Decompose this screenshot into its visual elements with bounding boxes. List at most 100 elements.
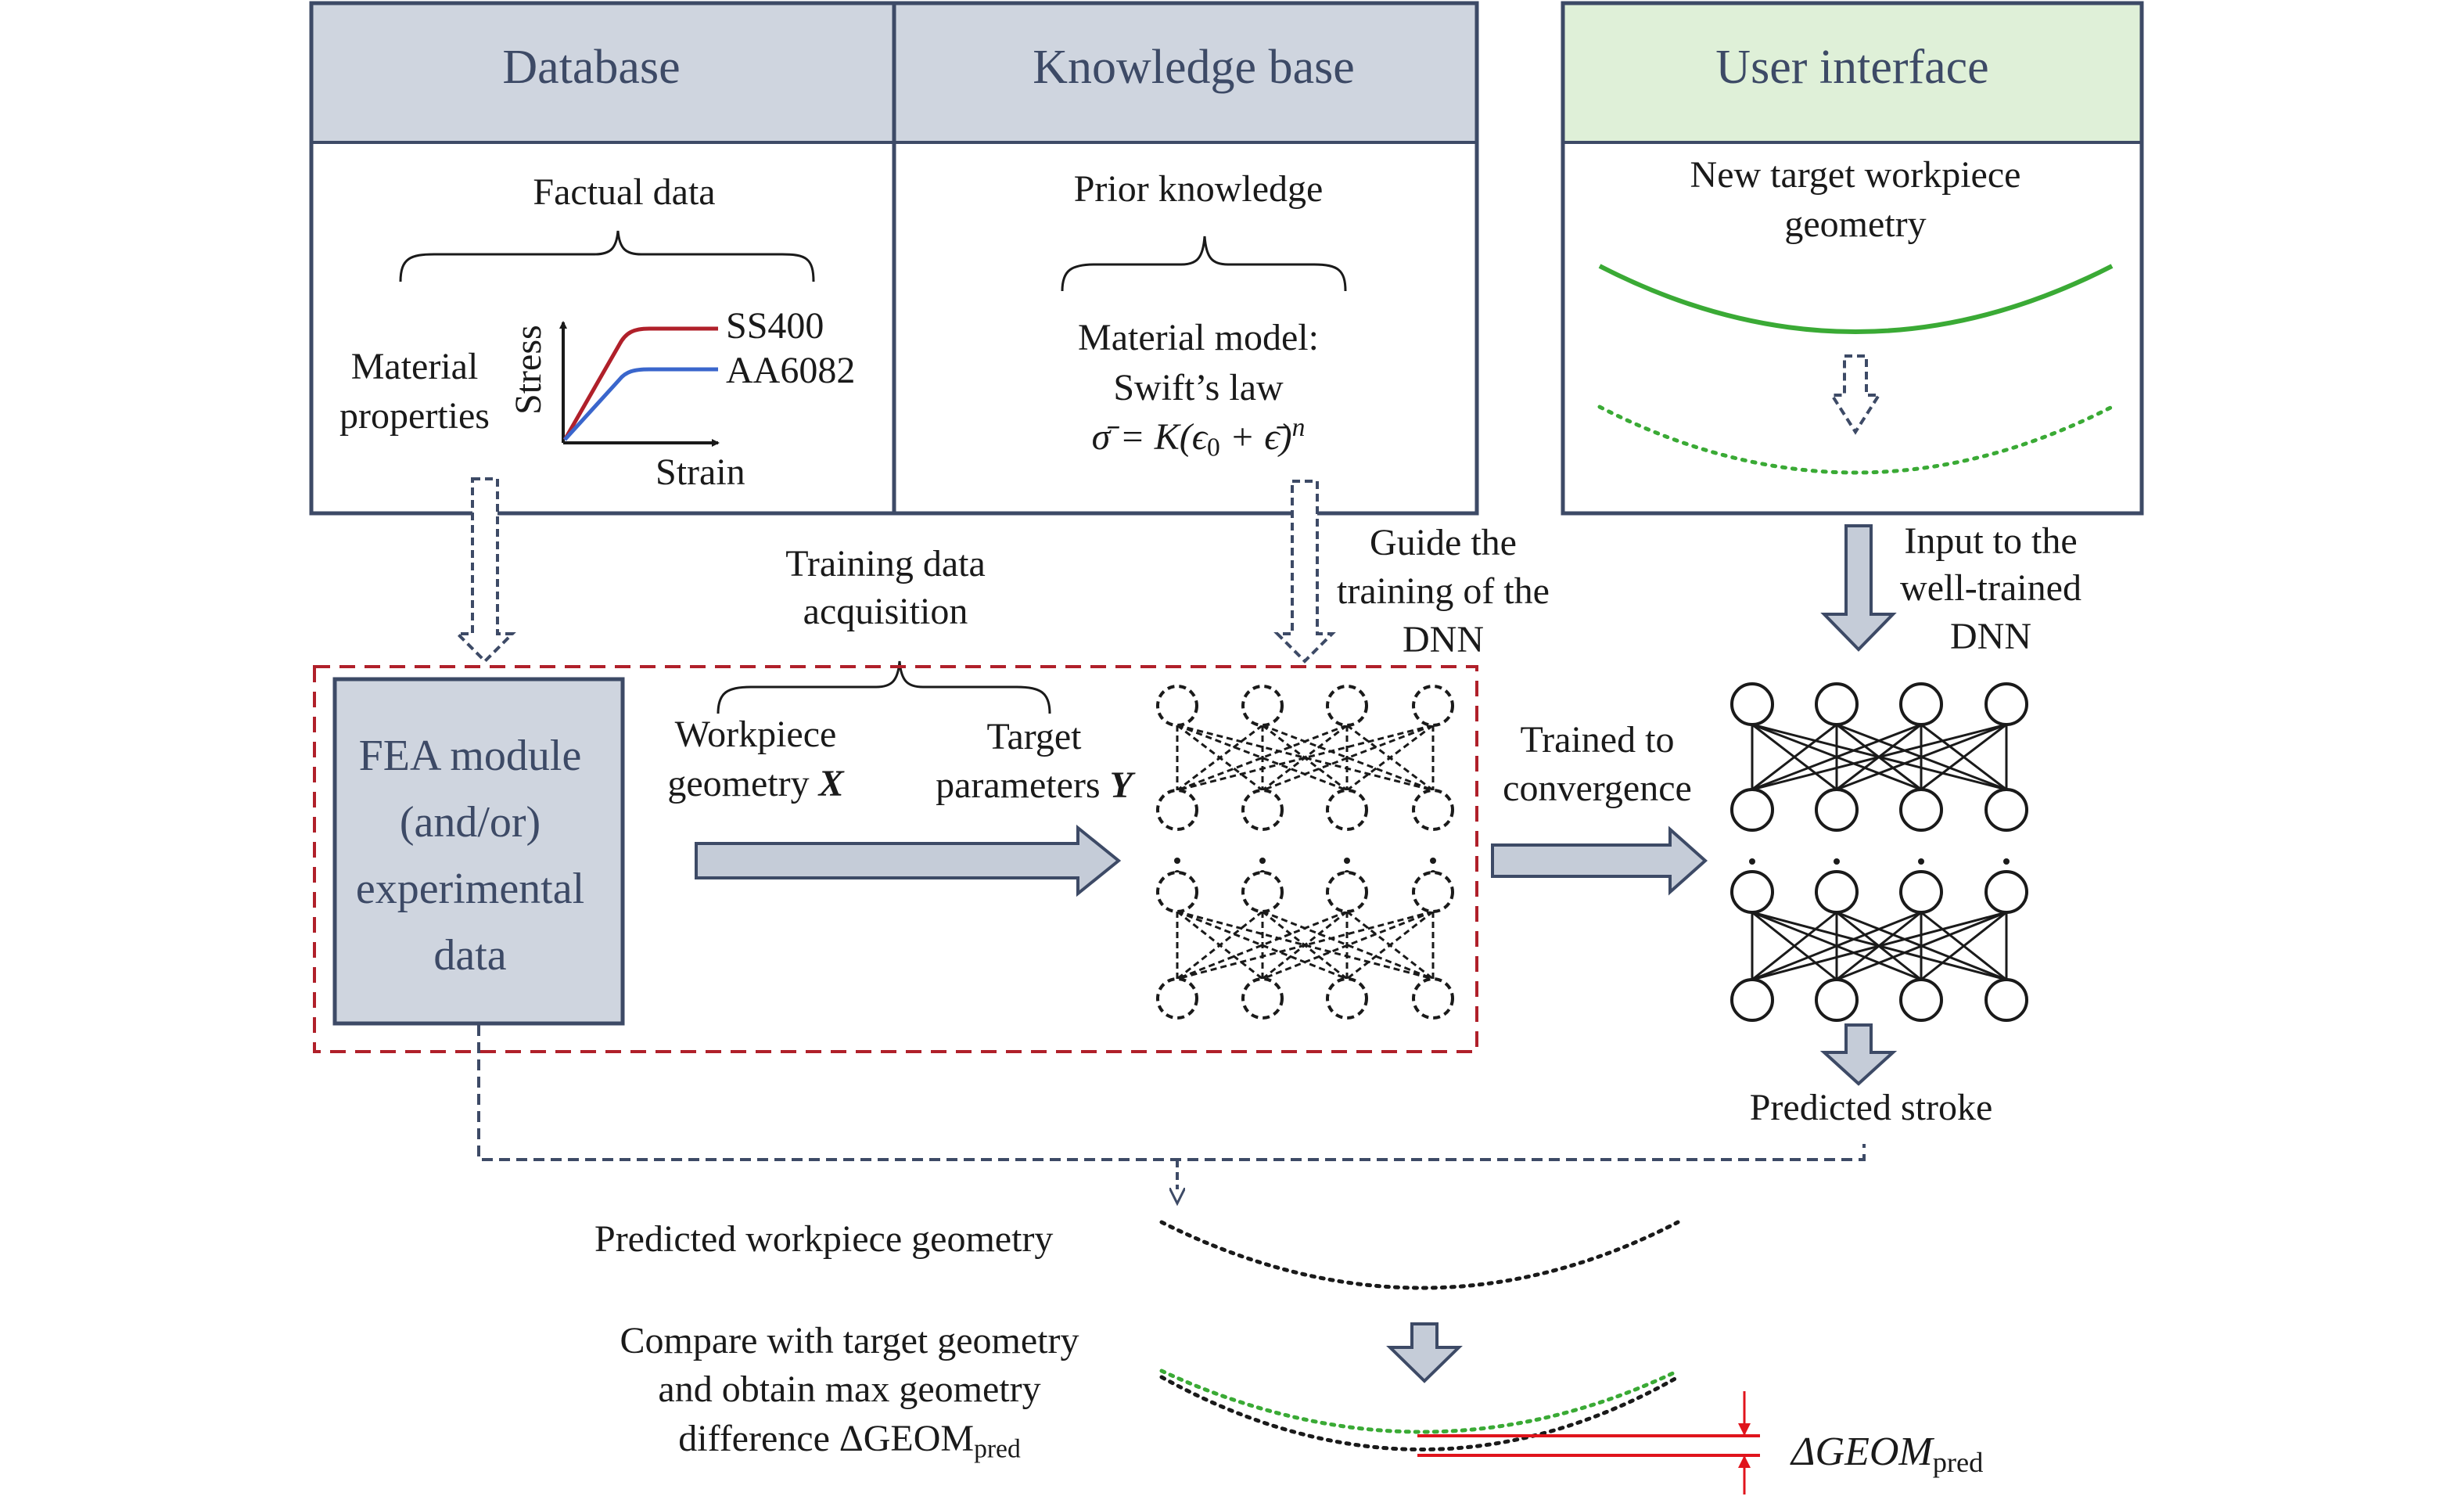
dnn-node (1326, 685, 1368, 727)
dnn-node (1156, 789, 1198, 831)
compare-line3: difference ΔGEOMpred (678, 1418, 1021, 1464)
series-ss400-label: SS400 (726, 305, 824, 347)
database-title: Database (502, 41, 681, 94)
dnn-node (1412, 871, 1454, 913)
dnn-ellipsis-dot (2003, 858, 2010, 865)
dnn-connection (1176, 724, 1263, 792)
dnn-ellipsis-dot (1174, 858, 1180, 864)
fea-line2: (and/or) (399, 798, 541, 847)
knowledge-base-title: Knowledge base (1033, 41, 1355, 94)
dnn-node (1815, 978, 1859, 1022)
dnn-node (1241, 871, 1284, 913)
dnn-connection (1176, 724, 1434, 792)
dnn-connection (1176, 910, 1263, 980)
series-aa6082-curve (563, 367, 718, 441)
dnn-node (1730, 788, 1774, 832)
fea-line1: FEA module (358, 732, 582, 780)
dnn-node (1815, 682, 1859, 726)
dnn-connection (1176, 724, 1434, 792)
dnn-ellipsis-dot (1918, 858, 1924, 865)
predicted-geometry-label: Predicted workpiece geometry (594, 1218, 1054, 1260)
trained-convergence-line1: Trained to (1520, 719, 1675, 761)
user-interface-panel (1561, 1, 2144, 516)
fea-module-box (332, 677, 625, 1026)
dnn-node (1241, 685, 1284, 727)
series-aa6082-label: AA6082 (726, 350, 856, 391)
input-dnn-line1: Input to the (1904, 520, 2078, 562)
dnn-connection (1176, 910, 1434, 980)
prior-knowledge-label: Prior knowledge (1073, 168, 1324, 210)
target-parameters-line2: parameters Y (936, 764, 1133, 806)
dnn-node (1412, 685, 1454, 727)
stroke-down-arrow (1819, 1023, 1898, 1086)
training-brace (717, 660, 1051, 714)
delta-geometry-markers (1417, 1391, 1760, 1494)
trained-convergence-line2: convergence (1503, 768, 1692, 809)
material-properties-line1: Material (350, 346, 479, 387)
guide-training-line1: Guide the (1370, 522, 1517, 563)
knowledge-base-panel (892, 1, 1479, 516)
ui-inner-down-arrow (1829, 354, 1882, 435)
compare-line1: Compare with target geometry (620, 1320, 1079, 1361)
dnn-node (1730, 682, 1774, 726)
target-parameters-line1: Target (986, 716, 1082, 757)
database-panel (309, 1, 896, 516)
dnn-connection (1346, 910, 1434, 980)
workpiece-geometry-line2: geometry X (667, 763, 844, 804)
compare-down-arrow (1386, 1322, 1463, 1383)
dnn-ellipsis-dot (1430, 858, 1436, 864)
dnn-node (1412, 977, 1454, 1020)
dnn-connection (1751, 723, 2007, 791)
fea-line4: data (433, 931, 507, 980)
dnn-node (1730, 870, 1774, 914)
fea-line3: experimental (355, 865, 585, 913)
workpiece-geometry-line1: Workpiece (674, 714, 837, 755)
input-down-arrow (1820, 524, 1897, 652)
knowledge-base-header (894, 3, 1477, 142)
dnn-node (1241, 789, 1284, 831)
knowledge-down-arrow (1273, 480, 1336, 664)
factual-data-label: Factual data (533, 171, 716, 213)
feedback-connector (477, 1025, 1866, 1161)
dnn-connection (1751, 911, 1837, 981)
input-dnn-line3: DNN (1950, 616, 2031, 657)
dnn-connection (1836, 723, 2007, 791)
dnn-ellipsis-dot (1344, 858, 1350, 864)
untrained-dnn (1156, 685, 1454, 1020)
dnn-node (1984, 788, 2028, 832)
dnn-node (1241, 977, 1284, 1020)
dnn-node (1815, 788, 1859, 832)
compare-predicted-curve (1159, 1375, 1680, 1451)
database-header (311, 3, 894, 142)
predicted-stroke-label: Predicted stroke (1749, 1087, 1993, 1128)
dnn-ellipsis-dot (1749, 858, 1755, 865)
training-right-arrow (695, 824, 1122, 897)
dnn-node (1156, 871, 1198, 913)
material-model-label: Material model: (1078, 317, 1319, 358)
converge-right-arrow (1491, 825, 1708, 896)
dnn-connection (1262, 910, 1434, 980)
new-target-geometry-line2: geometry (1784, 203, 1927, 245)
guide-training-line3: DNN (1403, 619, 1484, 660)
dnn-connection (1751, 911, 1922, 981)
dnn-ellipsis-dot (1834, 858, 1840, 865)
target-geometry-dotted-curve (1597, 405, 2114, 475)
training-acquisition-line2: acquisition (803, 591, 968, 632)
prior-brace (1061, 236, 1347, 292)
dnn-connection (1920, 911, 2007, 981)
stress-axis-label: Stress (508, 325, 549, 415)
material-properties-line2: properties (339, 395, 490, 437)
dnn-connection (1751, 723, 1837, 791)
predicted-geometry-curve (1159, 1220, 1680, 1290)
swifts-law-label: Swift’s law (1113, 367, 1284, 408)
dnn-node (1984, 682, 2028, 726)
dnn-node (1899, 788, 1943, 832)
stress-strain-chart (559, 321, 720, 447)
dnn-node (1730, 978, 1774, 1022)
guide-training-line2: training of the (1337, 570, 1550, 612)
series-ss400-curve (562, 326, 718, 441)
dnn-node (1326, 871, 1368, 913)
compare-line2: and obtain max geometry (658, 1369, 1041, 1410)
dnn-node (1326, 789, 1368, 831)
